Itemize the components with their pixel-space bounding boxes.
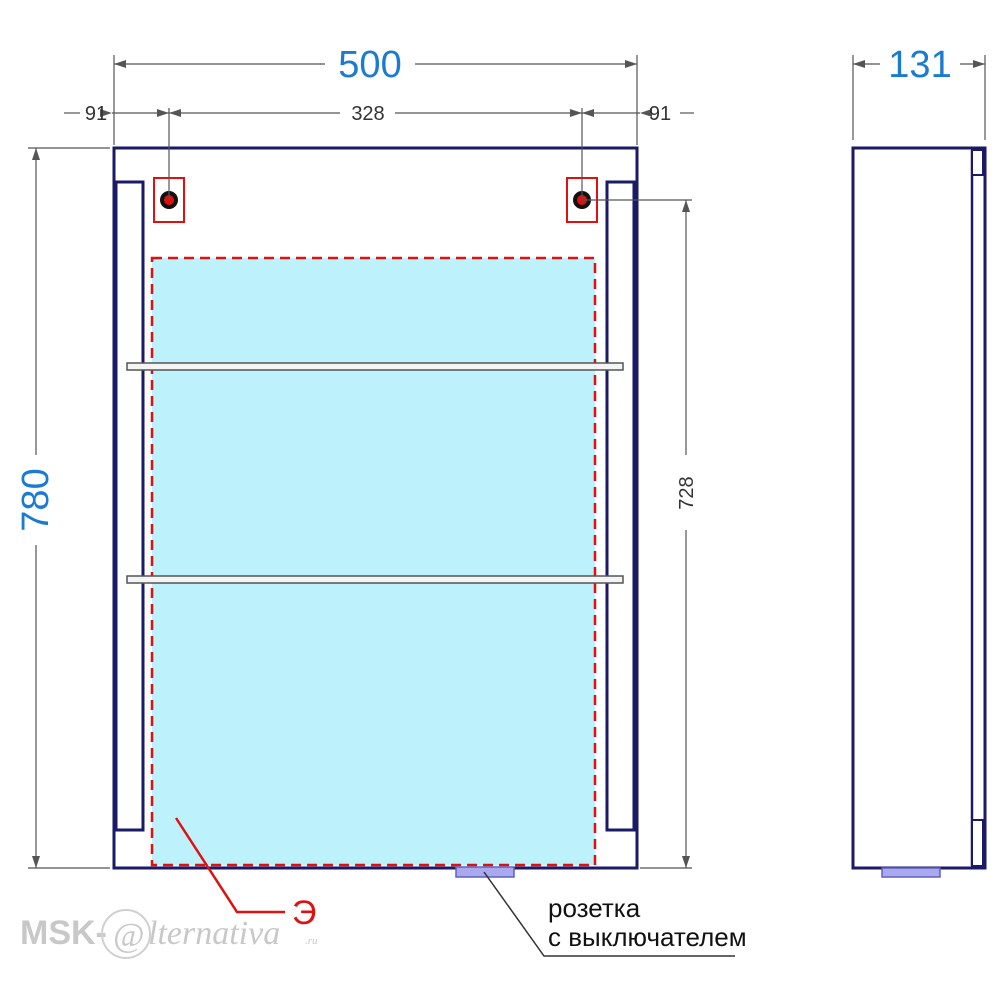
dimension-left-offset: 91 xyxy=(85,103,107,125)
watermark-suffix: .ru xyxy=(305,935,318,947)
dimension-height: 780 xyxy=(15,468,57,531)
mirror-leader-line xyxy=(174,817,285,914)
side-view-door-bottom xyxy=(971,819,984,867)
socket-label-line1: розетка xyxy=(548,893,641,923)
watermark-prefix: MSK- xyxy=(20,914,107,952)
watermark: MSK- @ lternativa .ru xyxy=(20,909,318,959)
dimension-lines xyxy=(28,55,986,869)
watermark-at-ring xyxy=(101,909,151,959)
glass-shelf-upper xyxy=(126,362,624,371)
dimension-total-width: 500 xyxy=(338,44,401,86)
socket-leader-line xyxy=(483,871,735,957)
dimension-arrows xyxy=(32,60,985,868)
mirror-marker-label: Э xyxy=(292,894,316,932)
cabinet-side-view xyxy=(851,146,987,870)
right-side-panel xyxy=(605,180,636,832)
dimension-hole-spacing: 328 xyxy=(351,103,384,125)
socket-label-line2: с выключателем xyxy=(548,922,747,952)
socket-with-switch xyxy=(455,866,515,878)
dimension-depth: 131 xyxy=(888,44,951,86)
side-view-door-top xyxy=(971,149,984,176)
left-side-panel xyxy=(114,180,145,832)
watermark-at: @ xyxy=(113,917,144,954)
mirror-area xyxy=(150,256,597,867)
side-view-socket xyxy=(881,867,941,878)
glass-shelf-lower xyxy=(126,575,624,584)
watermark-script: lternativa xyxy=(148,915,280,952)
dimension-inner-height: 728 xyxy=(676,476,698,509)
dimension-right-offset: 91 xyxy=(649,103,671,125)
